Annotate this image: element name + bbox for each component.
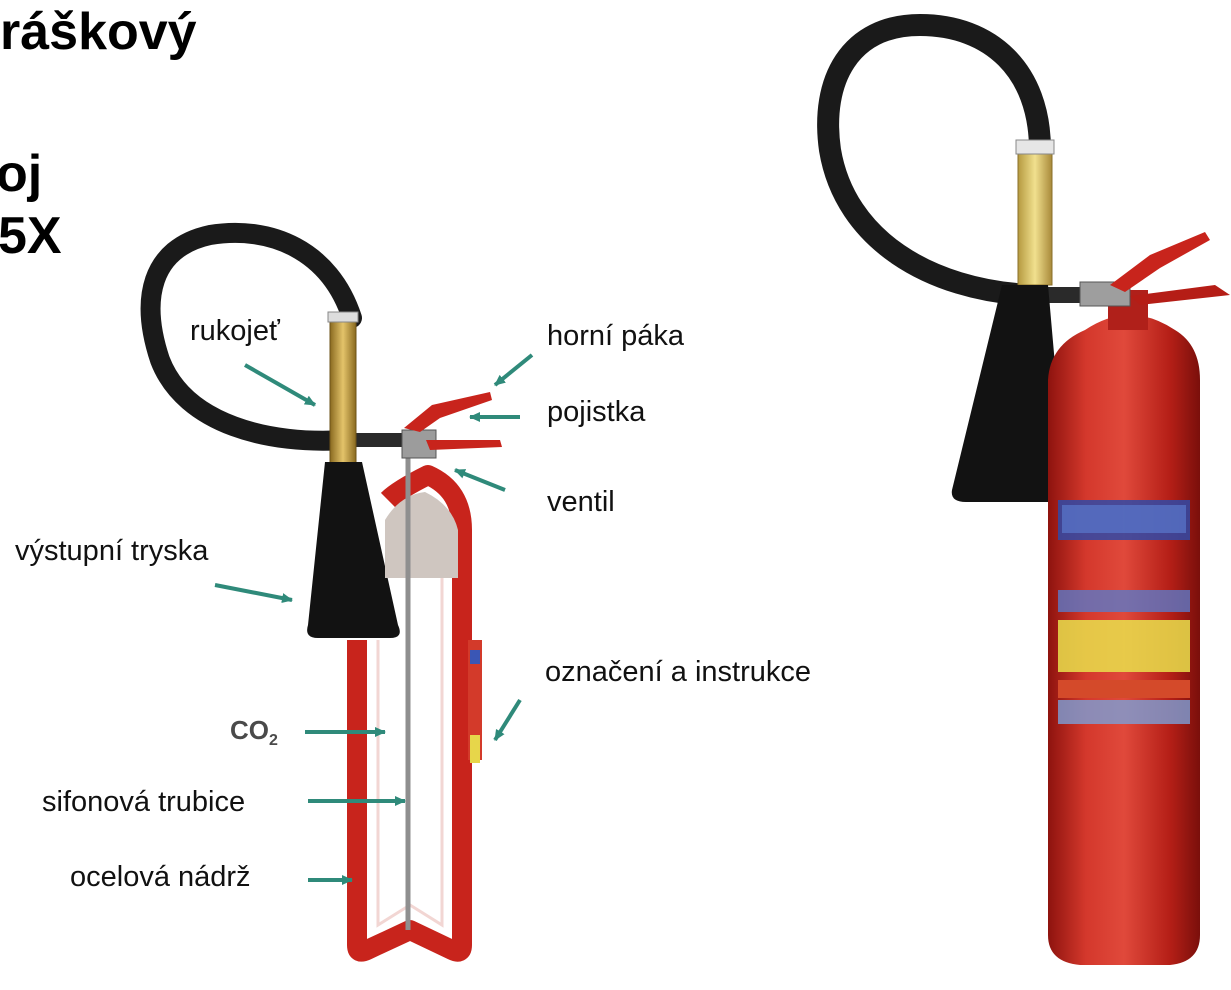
complete-extinguisher <box>828 25 1230 965</box>
label-sifonova-trubice: sifonová trubice <box>42 788 245 817</box>
upper-lever-left <box>404 392 492 432</box>
label-co2-sub: 2 <box>269 732 278 749</box>
upper-lever-right <box>1110 232 1210 292</box>
hose-right <box>828 25 1040 295</box>
handle-right <box>1018 150 1052 285</box>
label-horni-paka: horní páka <box>547 322 684 351</box>
arrow-rukojet <box>245 365 315 405</box>
label-oznaceni: označení a instrukce <box>545 658 811 687</box>
label-co2: CO2 <box>230 715 278 750</box>
label-pojistka: pojistka <box>547 398 645 427</box>
label-co2-main: CO <box>230 715 269 745</box>
arrow-ventil <box>455 470 505 490</box>
label-ventil: ventil <box>547 488 615 517</box>
arrow-oznaceni <box>495 700 520 740</box>
label-vystupni-tryska: výstupní tryska <box>15 537 208 566</box>
arrow-horni-paka <box>495 355 532 385</box>
label-rukojet: rukojeť <box>190 317 280 346</box>
arrow-tryska <box>215 585 292 600</box>
handle-left <box>330 318 356 463</box>
label-ocelova-nadrz: ocelová nádrž <box>70 863 251 892</box>
